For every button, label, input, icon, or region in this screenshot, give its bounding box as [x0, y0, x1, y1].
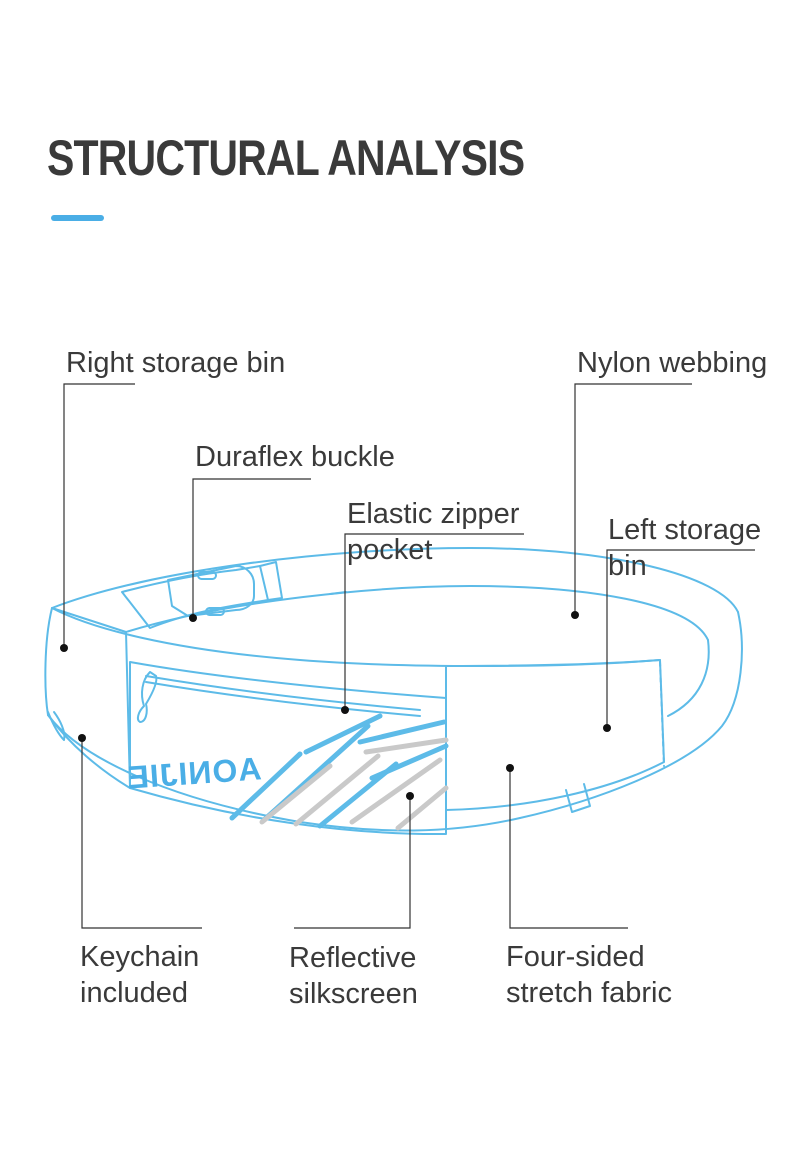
dot-duraflex-buckle [189, 614, 197, 622]
callout-keychain-included-line1: Keychain [80, 941, 200, 973]
dot-elastic-zipper-pocket [341, 706, 349, 714]
callout-reflective-silkscreen-line1: Reflective [289, 942, 417, 974]
callout-right-storage-bin-text: Right storage bin [66, 347, 286, 379]
dot-four-sided-fabric [506, 764, 514, 772]
callout-four-sided-stretch-fabric: Four-sided stretch fabric [506, 939, 672, 1011]
leader-four-sided-fabric [509, 768, 628, 929]
belt-right-end [519, 611, 743, 819]
zipper-pocket-panel [129, 661, 447, 836]
title-accent-bar [51, 215, 104, 221]
left-bin-seam [659, 661, 665, 767]
zipper-pull [136, 671, 158, 723]
belt-back-strap-outer [51, 547, 739, 613]
callout-four-sided-stretch-fabric-line1: Four-sided [506, 941, 645, 973]
waist-belt-illustration [44, 547, 743, 836]
callout-nylon-webbing: Nylon webbing [577, 345, 767, 381]
right-storage-bin-panel [47, 607, 131, 789]
strap-loop [565, 783, 591, 813]
keychain-tab [47, 711, 66, 741]
callout-elastic-zipper-pocket: Elastic zipper pocket [347, 496, 519, 568]
strap-stitch [329, 591, 347, 595]
callout-right-storage-bin: Right storage bin [66, 345, 285, 381]
reflective-silkscreen-stripes [229, 713, 449, 831]
leader-keychain [81, 738, 202, 929]
dot-right-storage-bin [60, 644, 68, 652]
brand-logo: AONIJIE [125, 750, 262, 795]
belt-left-end [44, 607, 53, 716]
buckle-slot-1 [197, 571, 217, 580]
leader-dots [60, 611, 611, 800]
callout-reflective-silkscreen: Reflective silkscreen [289, 940, 418, 1012]
dot-left-storage-bin [603, 724, 611, 732]
buckle-female [259, 561, 283, 601]
callout-left-storage-bin-line1: Left storage [608, 514, 762, 546]
callout-left-storage-bin: Left storage bin [608, 512, 761, 584]
belt-right-inner-end [667, 639, 710, 717]
leader-elastic-zipper-pocket [344, 533, 524, 710]
belt-front-bottom-edge [47, 714, 521, 832]
callout-keychain-included-line2: included [80, 977, 189, 1009]
callout-duraflex-buckle-text: Duraflex buckle [195, 441, 395, 473]
leader-reflective-silkscreen [294, 796, 411, 929]
dot-keychain [78, 734, 86, 742]
leader-lines [63, 383, 755, 929]
left-storage-bin-panel [445, 659, 665, 811]
leader-right-storage-bin [63, 383, 135, 648]
callout-left-storage-bin-line2: bin [608, 550, 647, 582]
zipper-track [145, 681, 421, 717]
callout-elastic-zipper-pocket-line2: pocket [347, 534, 433, 566]
callout-nylon-webbing-text: Nylon webbing [577, 347, 768, 379]
leader-duraflex-buckle [192, 478, 311, 618]
leader-left-storage-bin [606, 549, 755, 728]
callout-elastic-zipper-pocket-line1: Elastic zipper [347, 498, 520, 530]
dot-nylon-webbing [571, 611, 579, 619]
blue-stripes [229, 713, 449, 829]
page-title: STRUCTURAL ANALYSIS [47, 130, 525, 186]
zipper-line [145, 675, 421, 711]
buckle-slot-2 [205, 607, 225, 616]
belt-front-top-edge [51, 607, 661, 667]
buckle-male [167, 565, 255, 617]
leader-nylon-webbing [574, 383, 692, 615]
callout-keychain-included: Keychain included [80, 939, 199, 1011]
callout-duraflex-buckle: Duraflex buckle [195, 439, 395, 475]
callout-four-sided-stretch-fabric-line2: stretch fabric [506, 977, 672, 1009]
dot-reflective-silkscreen [406, 792, 414, 800]
grey-stripes [259, 737, 449, 831]
belt-back-strap-inner [125, 585, 709, 641]
callout-reflective-silkscreen-line2: silkscreen [289, 978, 418, 1010]
